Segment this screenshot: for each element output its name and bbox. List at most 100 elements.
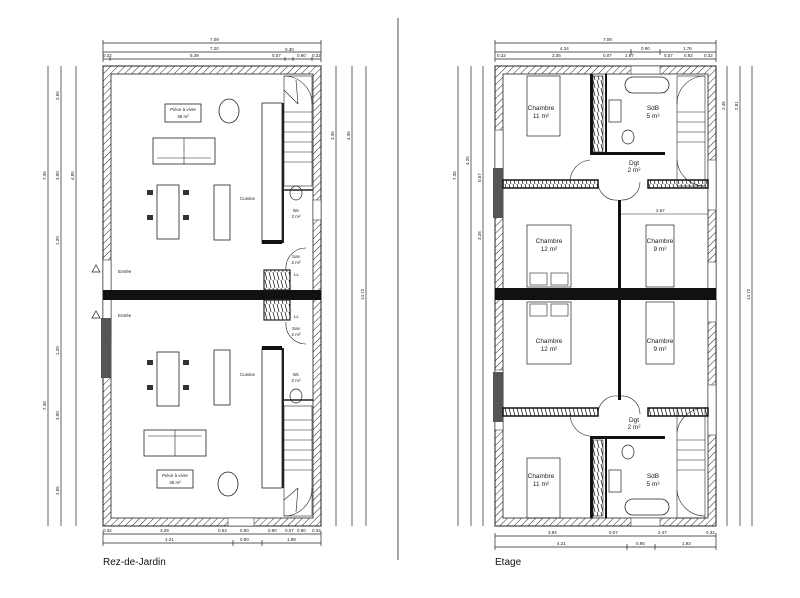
room-name: Dgt: [629, 160, 639, 167]
room-area: 5 m²: [647, 481, 661, 488]
dim-label: 7.36: [452, 171, 457, 180]
wardrobe: [502, 179, 599, 189]
room-name: SdB: [647, 105, 659, 112]
wardrobe: [502, 407, 599, 417]
dim-label: 0.32: [497, 53, 506, 58]
room-name: Chambre: [647, 238, 674, 245]
left-dimensions: [47, 66, 77, 526]
dim-label: 1.20: [55, 236, 60, 245]
dining-table: [156, 184, 180, 240]
room-name: Chambre: [528, 473, 555, 480]
room-name: Sas: [292, 326, 301, 331]
dim-label: 3.26: [477, 231, 482, 240]
dim-label: 1.20: [55, 346, 60, 355]
room-area: 11 m²: [533, 113, 550, 120]
dim-label: 0.92: [684, 53, 693, 58]
dim-label: 2.65: [55, 486, 60, 495]
room-area: 12 m²: [541, 246, 558, 253]
room-name: Chambre: [536, 338, 563, 345]
dim-label: 1.67: [625, 53, 634, 58]
wardrobe: [647, 407, 709, 417]
dim-label: 0.07: [609, 530, 618, 535]
dim-overall: 7.09: [210, 37, 219, 42]
room-name: Chambre: [647, 338, 674, 345]
dim-label: 4.85: [70, 171, 75, 180]
dim-label: 0.67: [477, 173, 482, 182]
staircase-icon: [283, 75, 313, 187]
staircase-icon: [283, 405, 313, 517]
dim-label: 0.90: [297, 528, 306, 533]
room-area: 5 m²: [647, 113, 661, 120]
toilet-icon: [621, 444, 635, 460]
partition-wall: [618, 200, 621, 400]
dim-label: 2.65: [55, 91, 60, 100]
armchair-icon: [217, 471, 239, 497]
dim-label: 0.95: [636, 541, 645, 546]
dim-label: 0.90: [641, 46, 650, 51]
dim-label: 7.09: [603, 37, 612, 42]
dim-label: 0.90: [240, 528, 249, 533]
room-name: Chambre: [528, 105, 555, 112]
dim-label: 0.07: [603, 53, 612, 58]
plan-title: Etage: [495, 557, 522, 568]
dim-label: 3.00: [55, 411, 60, 420]
dim-label: 4.25: [465, 156, 470, 165]
dim-label: 0.32: [704, 53, 713, 58]
room-area: 2 m²: [292, 214, 302, 219]
room-name: Wc: [293, 372, 300, 377]
staircase-icon: [676, 75, 706, 187]
bed-icon: [526, 301, 572, 365]
dim-label: 7.36: [42, 171, 47, 180]
dim-label: 2.67: [656, 208, 665, 213]
room-name: SdB: [647, 473, 659, 480]
room-name: Pièce à vivre: [162, 473, 188, 478]
room-label-box: [156, 469, 194, 489]
dim-label: 1.76: [683, 46, 692, 51]
sink-icon: [608, 99, 622, 123]
wardrobe: [647, 179, 709, 189]
dim-label: 4.21: [165, 537, 174, 542]
dim-label: 0.90: [268, 528, 277, 533]
bed-icon: [645, 224, 675, 288]
dim-label: 3.36: [330, 131, 335, 140]
dim-label: 3.00: [55, 171, 60, 180]
room-area: 12 m²: [541, 346, 558, 353]
dim-seg: 0.32: [312, 53, 321, 58]
dim-label: 0.32: [312, 528, 321, 533]
room-area: 36 m²: [169, 480, 181, 485]
sink-icon: [608, 469, 622, 493]
closet: [263, 299, 291, 321]
bed-icon: [526, 224, 572, 288]
room-name: Sas: [292, 254, 301, 259]
dim-label: 3.29: [160, 528, 169, 533]
top-dimensions: [494, 40, 717, 62]
dim-seg: 0.07: [272, 53, 281, 58]
room-name: LL: [294, 272, 300, 277]
toilet-icon: [621, 129, 635, 145]
dim-label: 2.47: [658, 530, 667, 535]
plan-title: Rez-de-Jardin: [103, 557, 166, 568]
room-area: 2 m²: [628, 167, 642, 174]
room-name: LL: [294, 314, 300, 319]
room-name: Entrée: [118, 313, 132, 318]
bathtub-icon: [624, 76, 670, 94]
dim-stair: 0.30: [285, 47, 294, 52]
dim-label: 2.46: [721, 101, 726, 110]
room-name: Chambre: [536, 238, 563, 245]
room-name: Entrée: [118, 269, 132, 274]
plan-etage: 7.09 4.34 0.90 1.76 0.32 3.35 0.07 1.67 …: [452, 37, 753, 568]
dim-label: 1.93: [682, 541, 691, 546]
dim-inner: 7.20: [210, 46, 219, 51]
entrance-arrow-icon: [91, 310, 101, 319]
entrance-arrow-icon: [91, 264, 101, 273]
dim-label: 4.36: [346, 131, 351, 140]
right-dimensions: [335, 66, 367, 526]
closet: [263, 269, 291, 291]
room-area: 2 m²: [628, 424, 642, 431]
dim-label: 7.36: [42, 401, 47, 410]
room-area: 2 m²: [292, 378, 302, 383]
room-name: Dgt: [629, 417, 639, 424]
toilet-icon: [289, 388, 303, 404]
bathtub-icon: [624, 498, 670, 516]
